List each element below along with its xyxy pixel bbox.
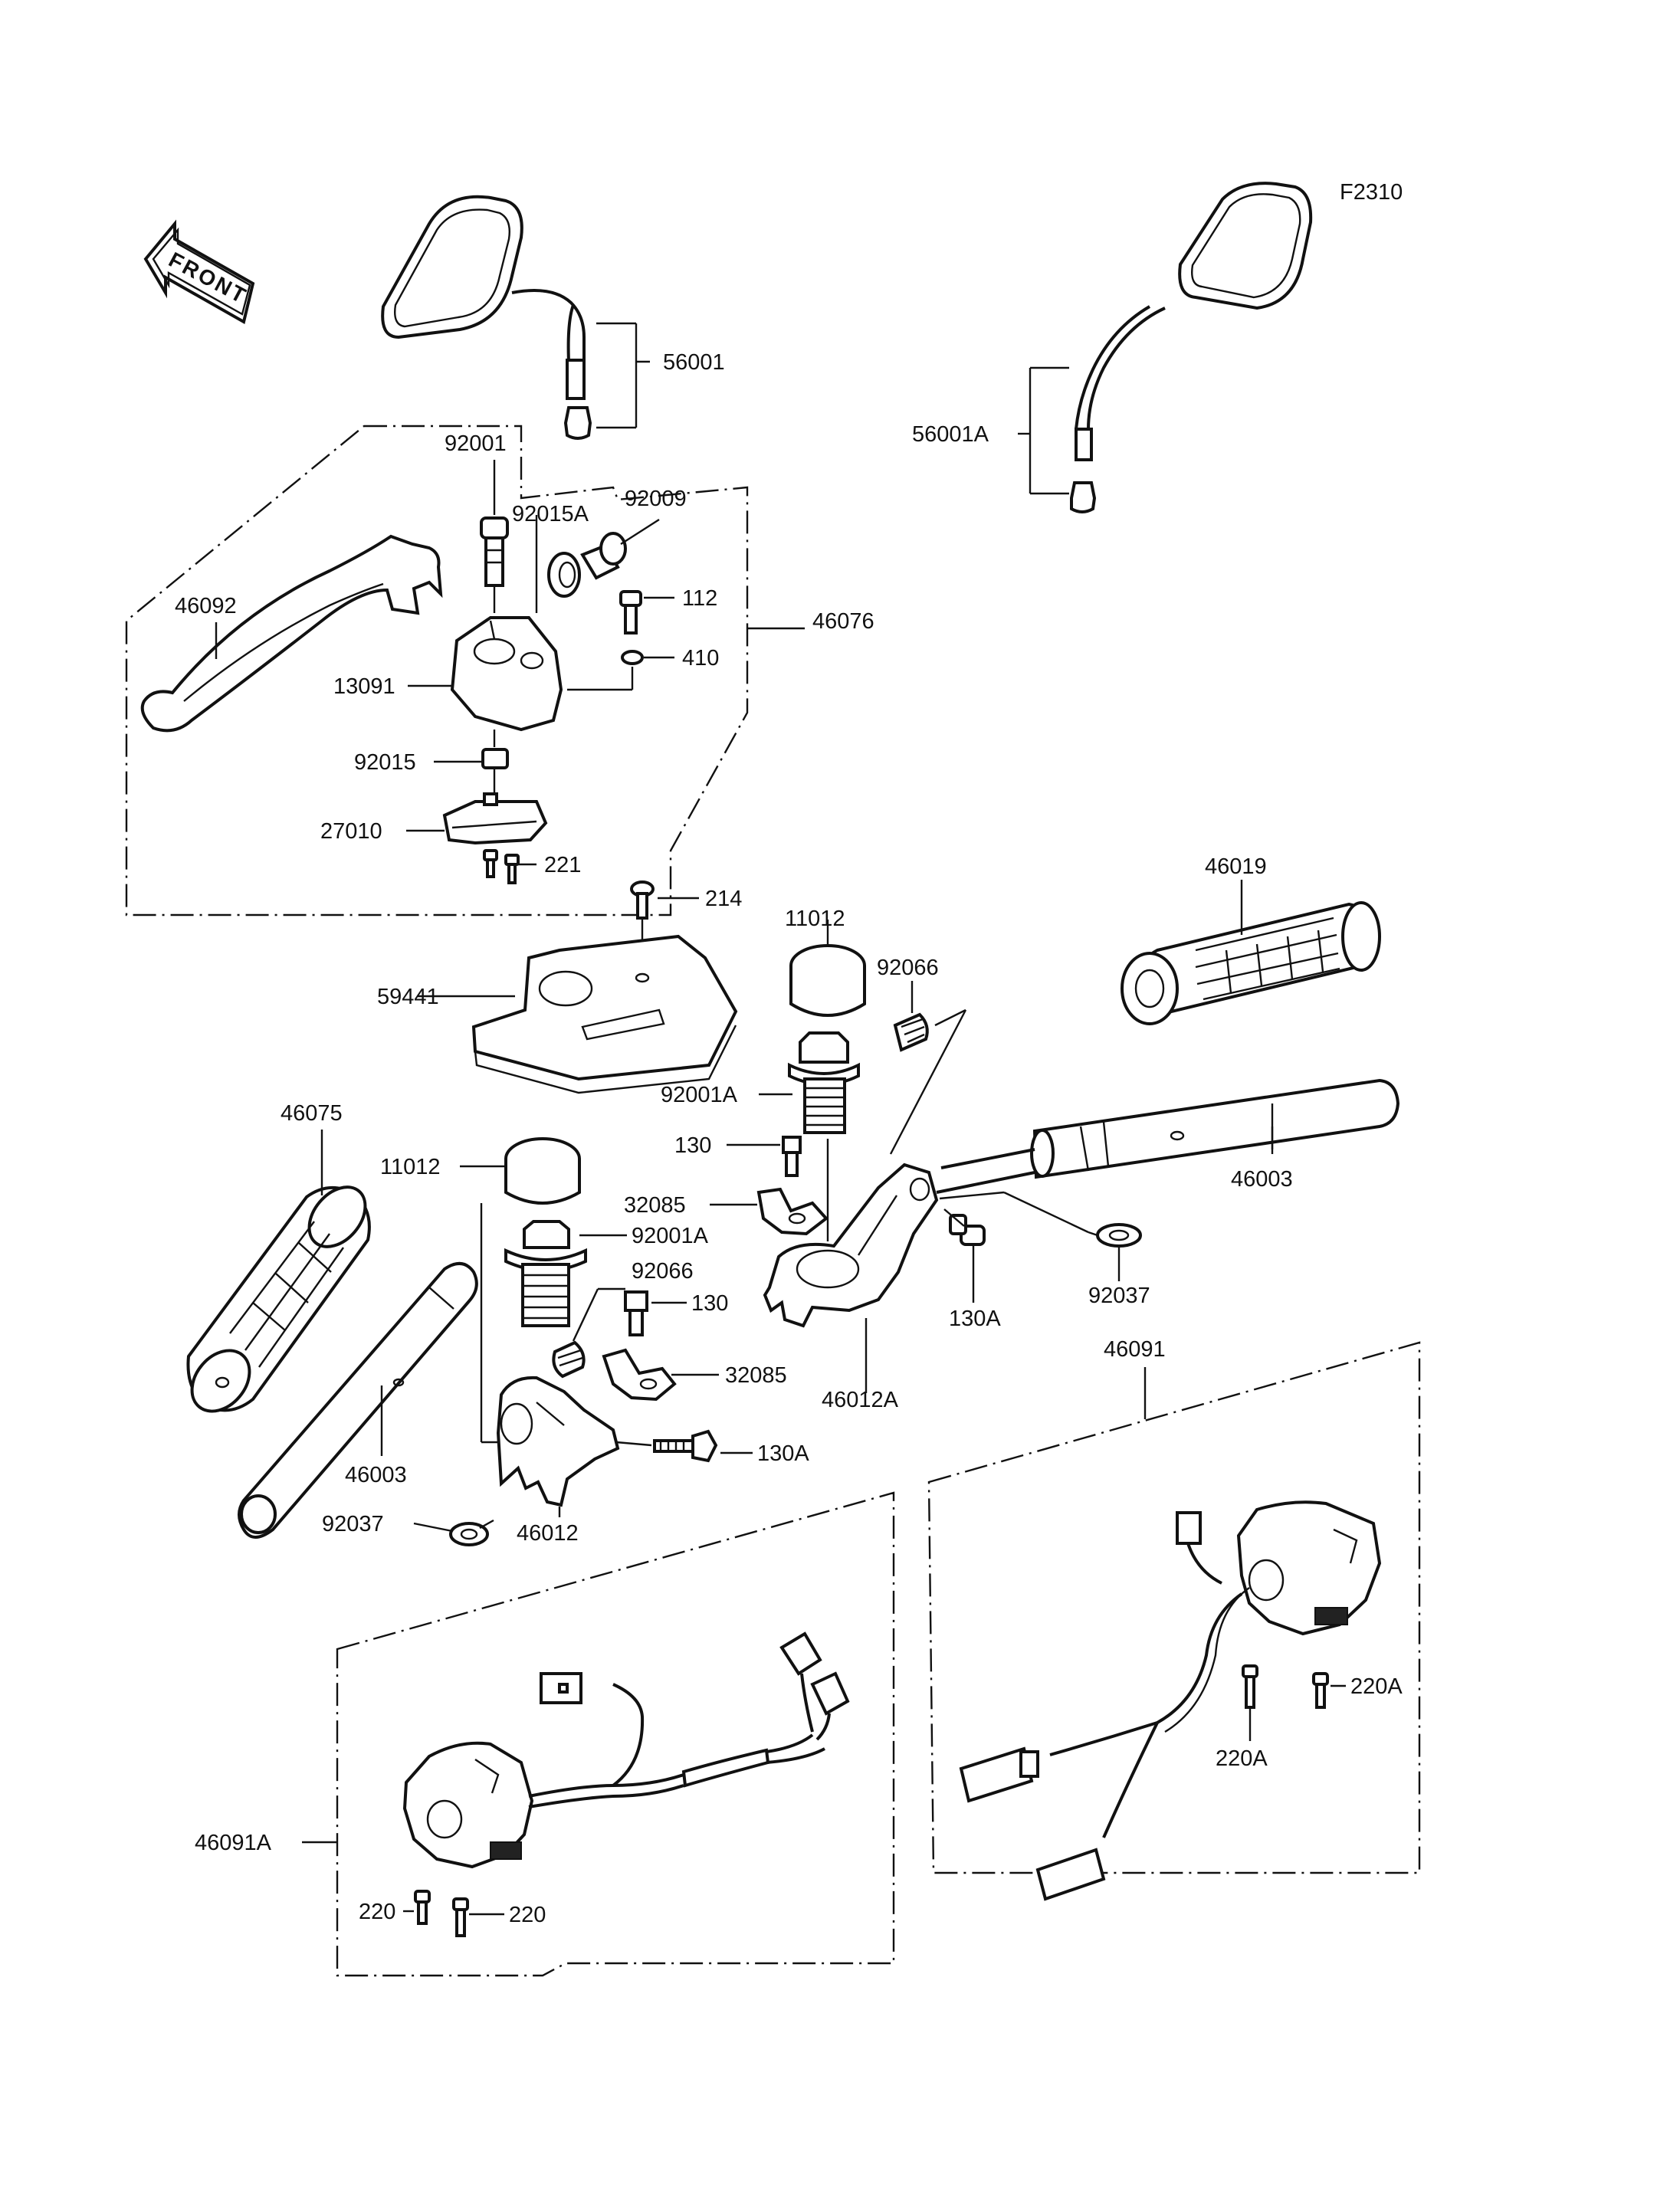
label-bolt-92001A-right: 92001A (661, 1083, 738, 1107)
brake-switch-27010 (442, 792, 548, 845)
switch-holder-46012A (763, 1162, 939, 1328)
nut-92015 (481, 748, 509, 769)
handlebar-46003-left (238, 1262, 478, 1539)
label-screw-112: 112 (682, 586, 717, 611)
screw-220A-a (1242, 1664, 1258, 1709)
label-cap-fitting-92066-right: 92066 (877, 956, 939, 980)
handlebar-46003-right (936, 1078, 1400, 1194)
front-arrow-icon: FRONT (143, 219, 255, 325)
washer-410 (621, 650, 644, 665)
label-holder-46012: 46012 (517, 1521, 579, 1546)
label-adjuster-92009: 92009 (625, 487, 687, 511)
figure-code: F2310 (1340, 180, 1403, 205)
label-cover-59441: 59441 (377, 985, 439, 1009)
label-clamp-32085-left: 32085 (725, 1363, 787, 1388)
label-cap-11012-right: 11012 (785, 907, 845, 931)
bolt-130-right (782, 1136, 802, 1177)
grip-46075-left (186, 1185, 371, 1413)
label-screw-221: 221 (544, 853, 581, 877)
label-mirror-right: 56001A (912, 422, 989, 447)
label-screw-220-b: 220 (509, 1903, 546, 1927)
label-bolt-130A-left: 130A (757, 1441, 809, 1466)
switch-46091A-left (402, 1631, 850, 1869)
bolt-92001A-right (788, 1031, 860, 1134)
clip-92037-left (449, 1519, 494, 1546)
label-bolt-130-right: 130 (674, 1133, 711, 1158)
screw-220-b (452, 1897, 469, 1937)
switch-46091-right (959, 1500, 1382, 1901)
lever-holder-13091 (450, 616, 563, 732)
cover-59441 (471, 934, 738, 1094)
label-screw-220A-b: 220A (1350, 1674, 1403, 1699)
bolt-130-left (624, 1290, 648, 1336)
bushing-92015A (547, 552, 581, 598)
label-screw-220A-a: 220A (1216, 1746, 1268, 1771)
label-bushing-92015A: 92015A (512, 502, 589, 526)
screw-214 (630, 880, 655, 972)
label-switch-46091: 46091 (1104, 1337, 1166, 1362)
screw-112 (619, 590, 642, 635)
label-lever-assy-46076: 46076 (812, 609, 874, 634)
switch-holder-46012 (496, 1376, 620, 1507)
bolt-92001A-left (504, 1220, 587, 1327)
label-cap-fitting-92066-left: 92066 (632, 1259, 694, 1284)
screw-220-a (414, 1890, 431, 1925)
label-clip-92037-left: 92037 (322, 1512, 384, 1536)
label-handlebar-46003-left: 46003 (345, 1463, 407, 1487)
switch-left-outline (336, 1491, 895, 1977)
label-grip-46075-left: 46075 (281, 1101, 343, 1126)
bolt-130A-left (653, 1429, 718, 1463)
mirror-right-bracket (1018, 366, 1069, 495)
cap-11012-left (504, 1137, 581, 1205)
label-holder-46012A: 46012A (822, 1388, 899, 1412)
label-bolt-130-left: 130 (691, 1291, 728, 1316)
label-holder-13091: 13091 (333, 674, 395, 699)
label-washer-410: 410 (682, 646, 719, 671)
label-bolt-92001A-left: 92001A (632, 1224, 709, 1248)
label-nut-92015: 92015 (354, 750, 416, 775)
screw-221 (483, 849, 520, 884)
label-switch-46091A: 46091A (195, 1831, 272, 1855)
lever-assy-outline (125, 425, 749, 917)
label-mirror-left: 56001 (663, 350, 725, 375)
label-brake-switch-27010: 27010 (320, 819, 382, 844)
mirror-left (381, 195, 592, 440)
label-clamp-32085-right: 32085 (624, 1193, 686, 1218)
label-lever: 46092 (175, 594, 237, 618)
label-grip-46019-right: 46019 (1205, 854, 1267, 879)
clip-92037-right (1088, 1223, 1142, 1248)
label-clip-92037-right: 92037 (1088, 1284, 1150, 1308)
mirror-left-bracket (596, 322, 650, 429)
label-handlebar-46003-right: 46003 (1231, 1167, 1293, 1192)
clutch-lever (140, 534, 443, 733)
cap-11012-right (789, 944, 866, 1017)
label-bolt-92001: 92001 (445, 431, 507, 456)
clamp-32085-left (602, 1348, 677, 1402)
switch-right-outline (927, 1341, 1421, 1874)
label-cap-11012-left: 11012 (380, 1155, 441, 1179)
cap-fitting-92066-left (552, 1340, 586, 1379)
label-bolt-130A-right: 130A (949, 1307, 1001, 1331)
clamp-32085-right (756, 1187, 829, 1236)
cap-fitting-92066-right (893, 1012, 929, 1052)
label-screw-214: 214 (705, 887, 742, 911)
grip-46019-right (1121, 901, 1381, 1025)
adjuster-92009 (580, 532, 627, 580)
label-screw-220-a: 220 (359, 1900, 395, 1924)
mirror-right (1070, 182, 1313, 513)
bolt-92001 (480, 516, 509, 613)
screw-220A-b (1312, 1672, 1329, 1709)
